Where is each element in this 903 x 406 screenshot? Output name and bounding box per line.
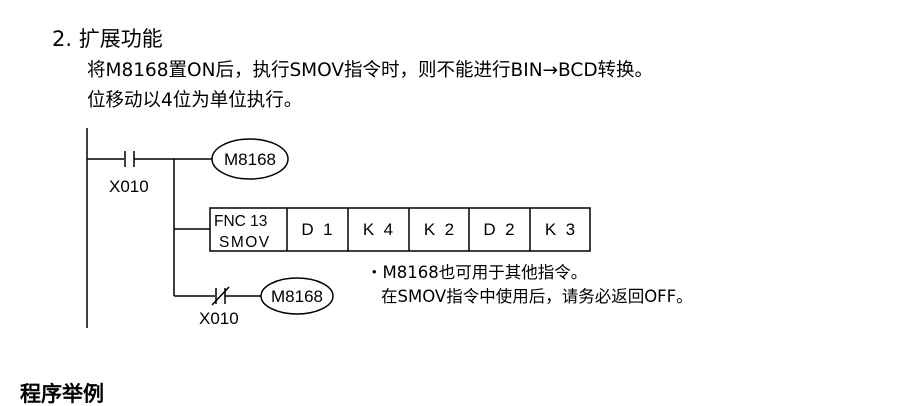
note-line-1: ・M8168也可用于其他指令。 [366, 263, 588, 282]
coil1-label: M8168 [224, 150, 276, 169]
description-line-2: 位移动以4位为单位执行。 [87, 90, 303, 111]
m8168-coil-1 [211, 138, 289, 180]
x010-contact-open [124, 151, 135, 167]
operand-d2: D 2 [483, 220, 514, 239]
fnc-mnemonic: SMOV [219, 234, 271, 251]
fnc-number: FNC 13 [214, 213, 267, 230]
m8168-coil-2 [260, 277, 334, 315]
operand-k3: K 3 [545, 220, 575, 239]
operand-d1: D 1 [301, 220, 332, 239]
contact2-label: X010 [199, 309, 239, 328]
next-section-heading: 程序举例 [20, 382, 104, 406]
section-heading: 2. 扩展功能 [52, 27, 163, 51]
coil2-label: M8168 [271, 287, 323, 306]
contact1-label: X010 [109, 177, 149, 196]
note-line-2: 在SMOV指令中使用后，请务必返回OFF。 [381, 287, 693, 306]
smov-instruction-box [209, 207, 591, 252]
description-line-1: 将M8168置ON后，执行SMOV指令时，则不能进行BIN→BCD转换。 [87, 60, 654, 81]
operand-k2: K 2 [424, 220, 454, 239]
operand-k4: K 4 [363, 220, 393, 239]
